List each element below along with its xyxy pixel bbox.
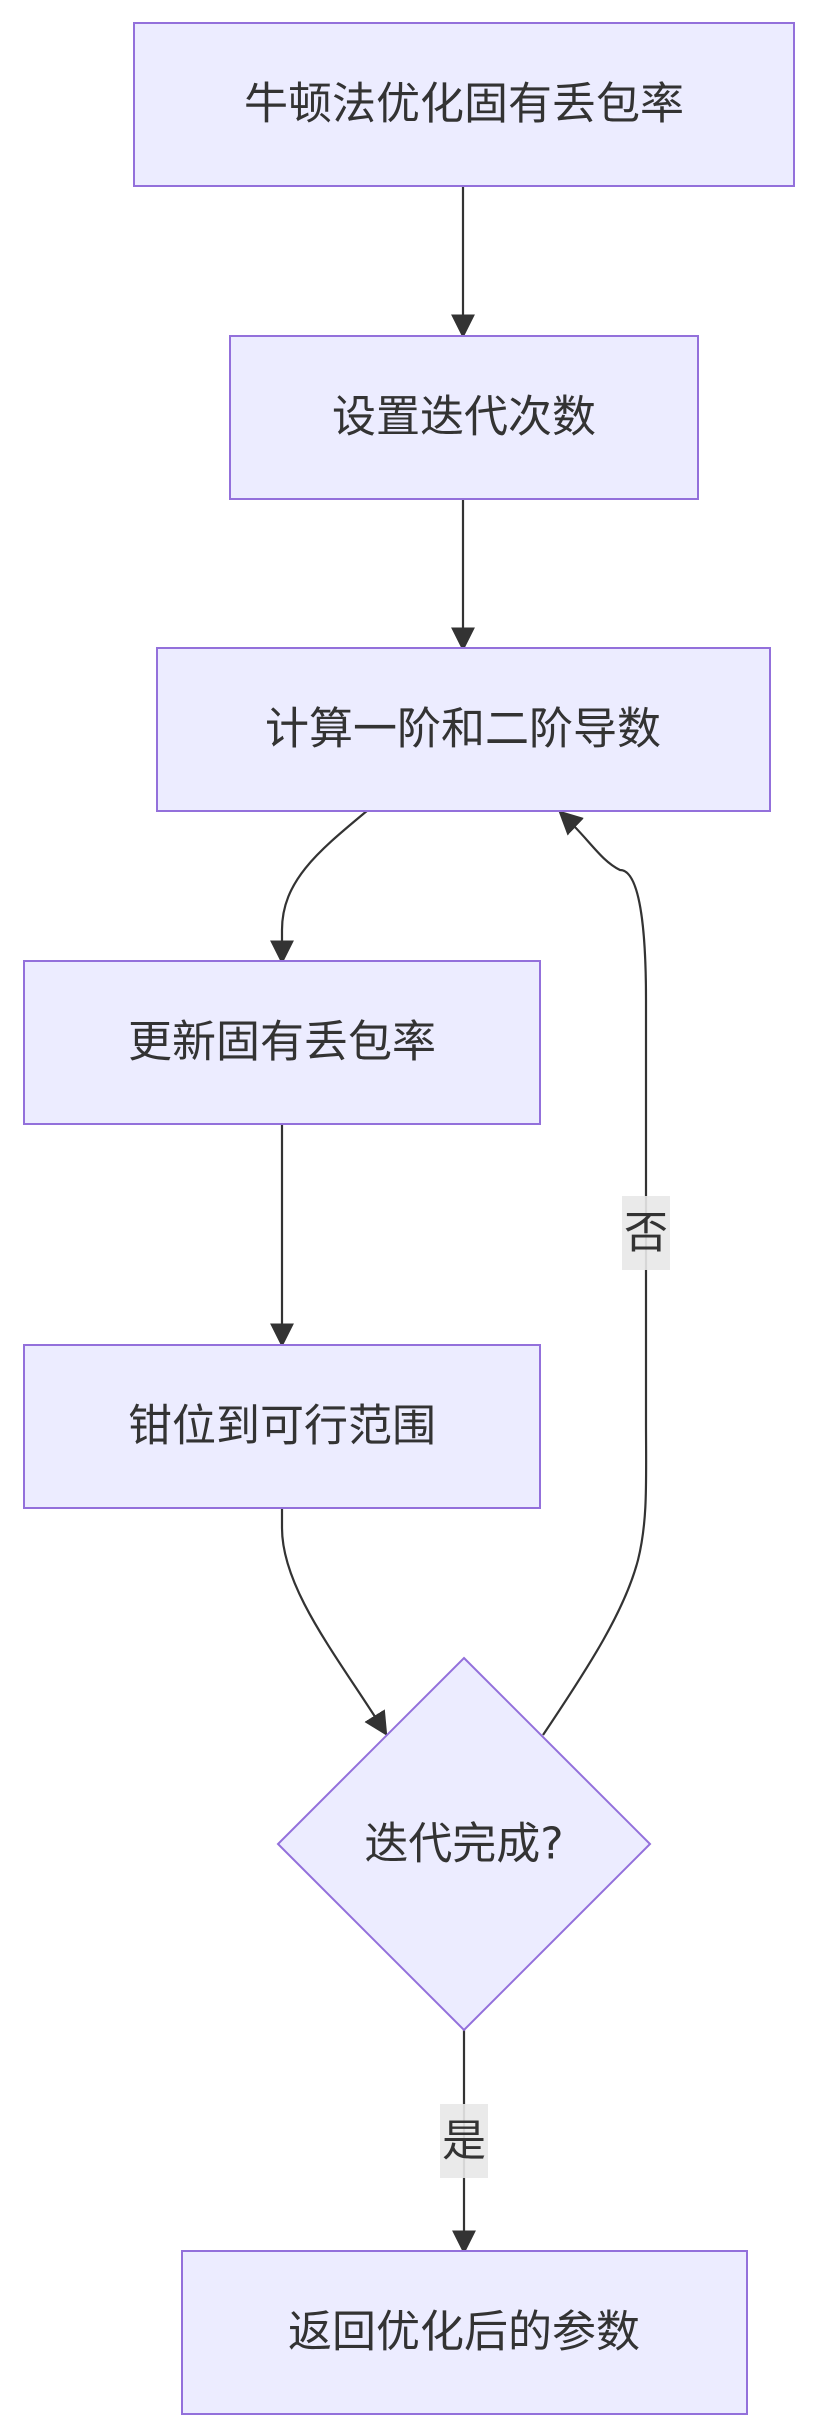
node-clamp-label: 钳位到可行范围 [128, 1401, 436, 1452]
node-calc-deriv-label: 计算一阶和二阶导数 [265, 704, 661, 755]
edge-calc-deriv-to-update [270, 809, 369, 965]
edge-clamp-to-decision [280, 1508, 388, 1737]
node-calc-deriv: 计算一阶和二阶导数 [156, 647, 771, 812]
node-set-iter: 设置迭代次数 [229, 335, 699, 500]
edge-label-no-text: 否 [624, 1208, 668, 1259]
node-update: 更新固有丢包率 [23, 960, 541, 1125]
edge-decision-no-to-calc-deriv [542, 810, 648, 1736]
edge-label-yes-text: 是 [442, 2116, 486, 2167]
edge-label-yes: 是 [440, 2104, 488, 2178]
node-clamp: 钳位到可行范围 [23, 1344, 541, 1509]
node-set-iter-label: 设置迭代次数 [332, 392, 596, 443]
node-start-label: 牛顿法优化固有丢包率 [244, 79, 684, 130]
edge-label-no: 否 [622, 1196, 670, 1270]
node-decision: 迭代完成? [276, 1656, 652, 2032]
node-start: 牛顿法优化固有丢包率 [133, 22, 795, 187]
node-decision-label: 迭代完成? [364, 1819, 563, 1870]
node-update-label: 更新固有丢包率 [128, 1017, 436, 1068]
node-result: 返回优化后的参数 [181, 2250, 748, 2415]
edges [270, 187, 648, 2255]
node-result-label: 返回优化后的参数 [288, 2307, 640, 2358]
